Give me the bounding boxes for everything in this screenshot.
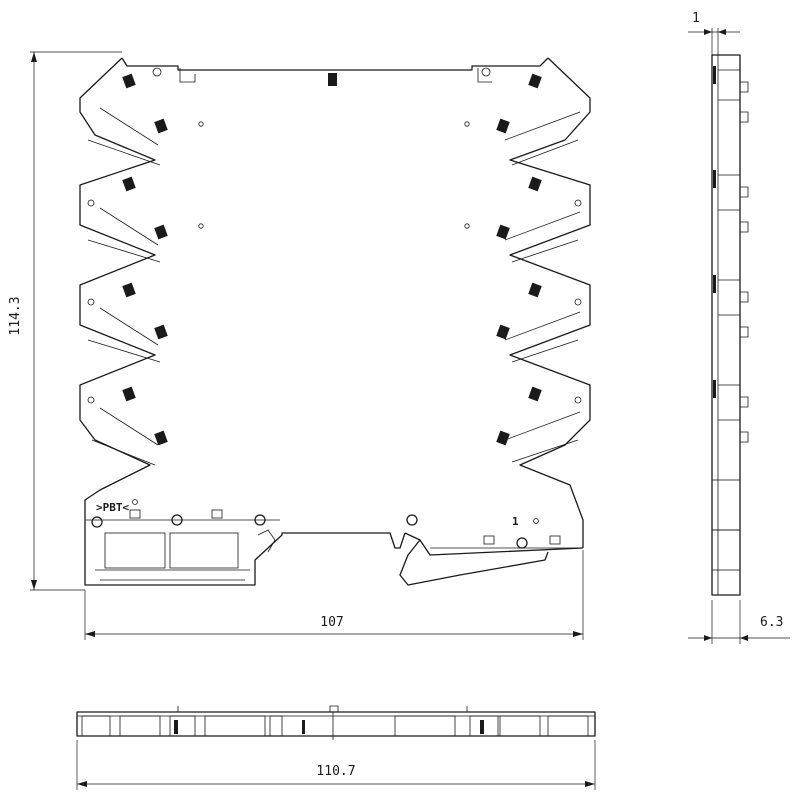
side-view	[711, 54, 749, 596]
width-label: 107	[320, 615, 343, 630]
height-label: 114.3	[8, 296, 23, 335]
side-top-dimension: 1	[688, 11, 740, 55]
bottom-width-label: 110.7	[316, 764, 355, 779]
mounting-holes	[87, 67, 582, 404]
latch-mark	[328, 73, 337, 86]
pin-one-marking: 1	[512, 515, 519, 528]
side-top-label: 1	[692, 11, 700, 26]
left-contacts	[122, 73, 168, 446]
front-view: >PBT< 1	[79, 57, 591, 586]
height-dimension: 114.3	[8, 51, 122, 591]
right-contacts	[496, 73, 542, 446]
side-depth-dimension: 6.3	[688, 600, 790, 644]
side-depth-label: 6.3	[760, 615, 783, 630]
bottom-width-dimension: 110.7	[76, 740, 596, 790]
bottom-view	[76, 705, 596, 740]
width-dimension: 107	[84, 550, 584, 640]
material-marking: >PBT<	[96, 501, 129, 514]
